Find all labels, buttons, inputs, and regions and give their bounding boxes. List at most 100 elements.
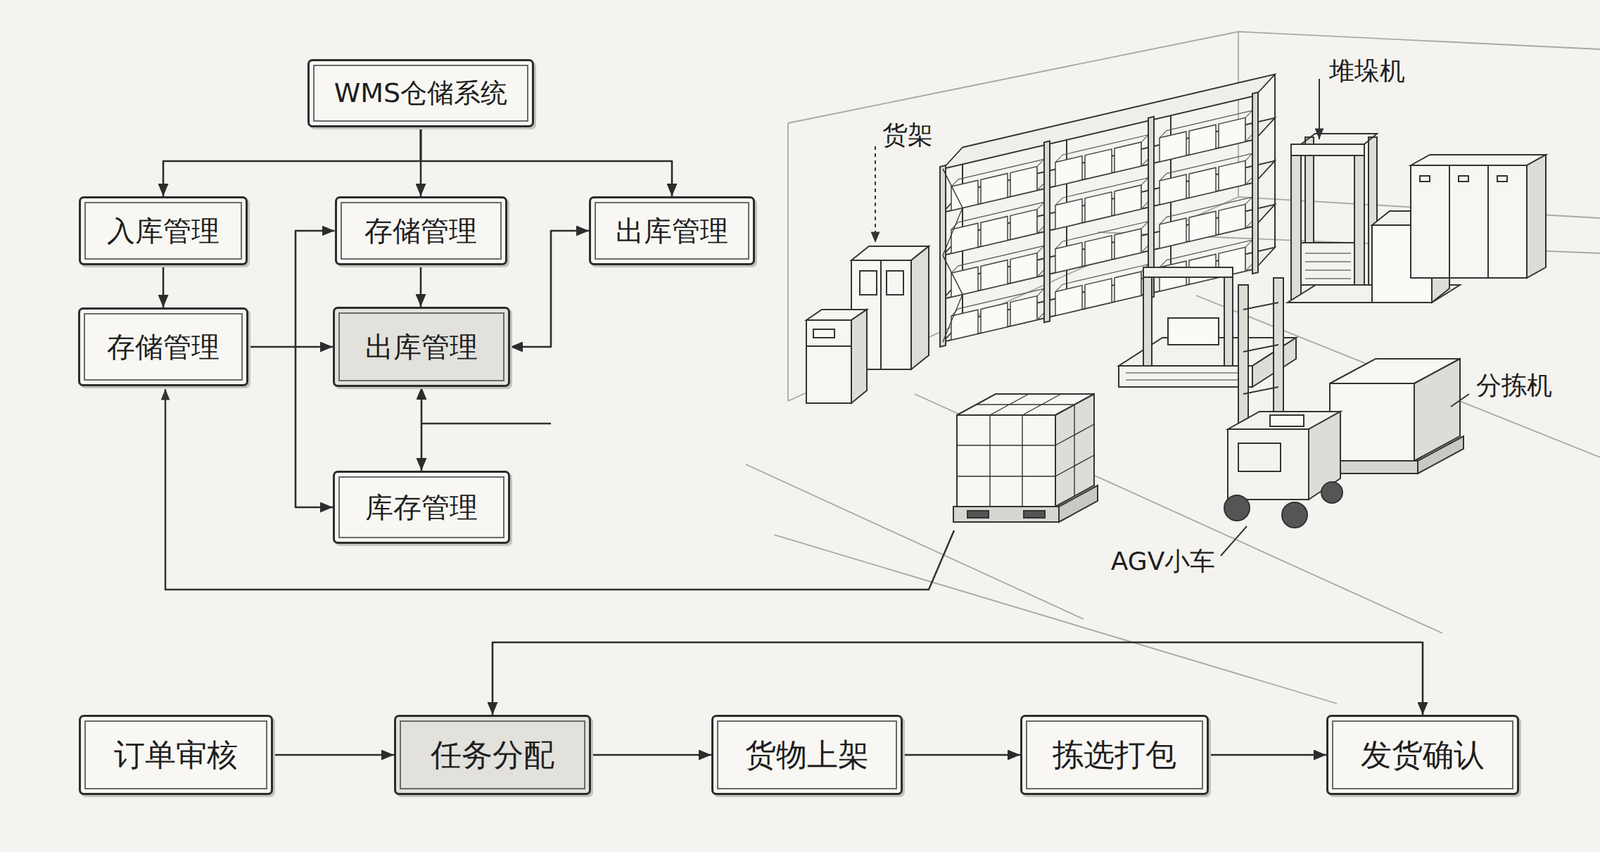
storage-rack — [942, 163, 963, 342]
box-text: 库存管理 — [365, 488, 478, 528]
process-box: 出库管理 — [332, 306, 511, 387]
agv-forklift — [1273, 277, 1284, 426]
cargo-box — [1417, 436, 1464, 474]
storage-rack — [1159, 153, 1253, 205]
stacker-crane — [1305, 253, 1351, 279]
stacker-crane — [1354, 147, 1365, 303]
process-box: 拣选打包 — [1020, 714, 1209, 796]
electrical-cabinet — [1449, 165, 1489, 278]
electrical-cabinet — [1410, 154, 1546, 166]
agv-forklift — [1227, 429, 1309, 500]
box-text: 货物上架 — [745, 734, 869, 777]
stacker-crane — [1291, 144, 1365, 156]
box-text: 订单审核 — [113, 734, 238, 777]
electrical-cabinet — [1497, 175, 1508, 182]
pallet-stack — [953, 506, 1059, 523]
flow-arrow — [420, 386, 423, 471]
storage-rack — [1159, 110, 1253, 162]
box-text: 拣选打包 — [1052, 734, 1177, 777]
agv-forklift — [1224, 495, 1250, 521]
storage-rack — [951, 288, 1045, 340]
flow-arrow — [420, 265, 423, 307]
sorting-machine — [1167, 318, 1219, 345]
room-lines — [787, 123, 789, 402]
storage-rack — [1055, 178, 1149, 230]
storage-rack — [1044, 140, 1050, 323]
box-text: 出库管理 — [615, 211, 729, 251]
part-label: 分拣机 — [1476, 370, 1553, 401]
cargo-box — [1329, 383, 1415, 461]
process-box: 存储管理 — [334, 196, 508, 266]
flow-arrow — [248, 346, 333, 349]
process-box: 发货确认 — [1326, 714, 1520, 796]
stacker-crane — [1300, 242, 1355, 285]
pallet-stack — [956, 415, 1056, 507]
storage-rack — [1055, 221, 1149, 273]
box-text: 出库管理 — [365, 327, 478, 367]
storage-rack — [951, 245, 1045, 297]
flow-arrow — [510, 230, 589, 347]
agv-forklift — [1321, 481, 1343, 504]
control-cabinet — [806, 320, 852, 404]
stacker-crane — [1291, 147, 1301, 303]
pallet-stack — [1023, 510, 1045, 518]
control-cabinet — [880, 260, 882, 370]
storage-rack — [1252, 92, 1259, 274]
leader-line — [165, 389, 955, 590]
flow-arrow — [163, 127, 421, 198]
control-cabinet — [806, 309, 867, 404]
process-box: WMS仓储系统 — [307, 59, 535, 128]
process-box: 任务分配 — [394, 714, 592, 796]
sorting-machine — [1224, 275, 1233, 366]
process-box: 货物上架 — [711, 714, 903, 796]
electrical-cabinet — [1410, 165, 1527, 278]
storage-rack — [1055, 135, 1149, 187]
process-box: 存储管理 — [78, 307, 249, 387]
leader-line — [420, 422, 551, 425]
leader-line — [1220, 526, 1247, 556]
control-cabinet — [911, 246, 929, 370]
storage-rack — [951, 159, 1045, 211]
cargo-box — [1326, 358, 1464, 474]
agv-forklift — [1224, 277, 1343, 528]
pallet-stack — [1058, 485, 1098, 523]
flow-arrow — [591, 754, 712, 757]
sorting-machine — [1118, 267, 1297, 387]
sorting-machine — [1143, 275, 1152, 366]
control-cabinet — [886, 270, 904, 295]
process-box: 库存管理 — [332, 470, 511, 544]
leader-line — [165, 78, 1470, 590]
pallet-stack — [967, 510, 989, 518]
control-cabinet — [859, 270, 877, 295]
stacker-crane — [1300, 133, 1377, 145]
flow-arrow — [420, 127, 672, 198]
electrical-cabinet — [1458, 175, 1469, 182]
flow-arrow — [492, 642, 1423, 715]
storage-rack — [1159, 239, 1253, 292]
box-text: 存储管理 — [364, 211, 478, 251]
agv-forklift — [1281, 502, 1308, 528]
agv-forklift — [1243, 302, 1279, 395]
storage-rack — [1159, 197, 1253, 249]
leader-line — [1450, 394, 1470, 407]
storage-rack — [951, 201, 1045, 254]
part-label: AGV小车 — [1110, 545, 1216, 577]
sorting-machine — [1143, 267, 1233, 278]
process-box: 出库管理 — [588, 196, 755, 266]
electrical-cabinet — [1419, 175, 1430, 182]
room-lines — [745, 31, 1600, 704]
control-cabinet — [813, 329, 835, 338]
part-label: 堆垛机 — [1329, 55, 1406, 86]
pallet-stack — [956, 394, 1095, 507]
agv-forklift — [1238, 284, 1249, 433]
box-text: 发货确认 — [1360, 734, 1485, 777]
flow-arrow — [272, 754, 395, 757]
storage-rack — [1055, 264, 1149, 316]
room-lines — [773, 534, 1337, 704]
process-box: 订单审核 — [78, 714, 273, 796]
box-text: WMS仓储系统 — [334, 75, 508, 112]
agv-forklift — [1270, 415, 1304, 427]
leader-line — [874, 146, 876, 243]
electrical-cabinet — [1526, 154, 1546, 278]
